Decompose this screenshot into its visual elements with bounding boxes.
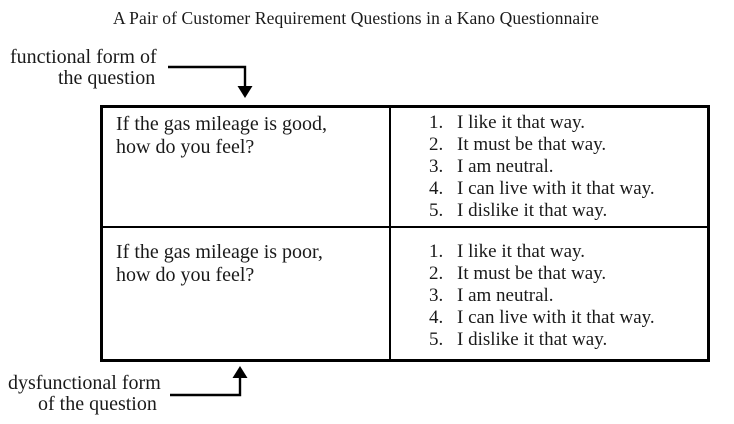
answer-text: I am neutral. xyxy=(457,156,554,177)
answer-option: 3. I am neutral. xyxy=(429,156,703,178)
answer-number: 5. xyxy=(429,200,444,221)
answer-number: 1. xyxy=(429,112,444,133)
answer-number: 2. xyxy=(429,263,444,284)
answer-number: 4. xyxy=(429,178,444,199)
dysfunctional-arrow xyxy=(170,366,248,397)
answer-text: I like it that way. xyxy=(457,241,586,262)
question-table: If the gas mileage is good, how do you f… xyxy=(100,105,710,362)
answer-text: I dislike it that way. xyxy=(457,329,608,350)
dysfunctional-question-cell: If the gas mileage is poor, how do you f… xyxy=(103,228,391,359)
dysfunctional-form-label-line1: dysfunctional form xyxy=(8,372,161,394)
question-line: If the gas mileage is poor, xyxy=(116,241,323,263)
dysfunctional-form-label-line2: of the question xyxy=(38,393,157,415)
answer-option: 1. I like it that way. xyxy=(429,112,703,134)
answer-option: 5. I dislike it that way. xyxy=(429,200,703,222)
answer-text: It must be that way. xyxy=(457,263,607,284)
answer-text: It must be that way. xyxy=(457,134,607,155)
answer-option: 4. I can live with it that way. xyxy=(429,307,703,329)
answer-option: 1. I like it that way. xyxy=(429,241,703,263)
answer-text: I can live with it that way. xyxy=(457,178,655,199)
functional-answers-cell: 1. I like it that way. 2. It must be tha… xyxy=(391,108,707,228)
question-line: how do you feel? xyxy=(116,264,255,286)
answer-option: 2. It must be that way. xyxy=(429,263,703,285)
dysfunctional-answers-cell: 1. I like it that way. 2. It must be tha… xyxy=(391,228,707,359)
functional-form-label-line1: functional form of xyxy=(10,46,157,68)
answer-text: I am neutral. xyxy=(457,285,554,306)
answer-number: 3. xyxy=(429,285,444,306)
answer-number: 4. xyxy=(429,307,444,328)
answer-number: 3. xyxy=(429,156,444,177)
question-line: If the gas mileage is good, xyxy=(116,113,328,135)
answer-text: I dislike it that way. xyxy=(457,200,608,221)
figure-title: A Pair of Customer Requirement Questions… xyxy=(112,8,600,28)
functional-form-label: functional form of the question xyxy=(10,47,157,89)
functional-arrow xyxy=(168,65,253,98)
answer-number: 1. xyxy=(429,241,444,262)
functional-question-cell: If the gas mileage is good, how do you f… xyxy=(103,108,391,228)
answer-number: 5. xyxy=(429,329,444,350)
answer-option: 3. I am neutral. xyxy=(429,285,703,307)
functional-form-label-line2: the question xyxy=(58,67,156,89)
answer-option: 4. I can live with it that way. xyxy=(429,178,703,200)
question-line: how do you feel? xyxy=(116,136,255,158)
dysfunctional-form-label: dysfunctional form of the question xyxy=(8,373,161,415)
answer-text: I like it that way. xyxy=(457,112,586,133)
answer-number: 2. xyxy=(429,134,444,155)
answer-option: 5. I dislike it that way. xyxy=(429,329,703,351)
answer-option: 2. It must be that way. xyxy=(429,134,703,156)
answer-text: I can live with it that way. xyxy=(457,307,655,328)
